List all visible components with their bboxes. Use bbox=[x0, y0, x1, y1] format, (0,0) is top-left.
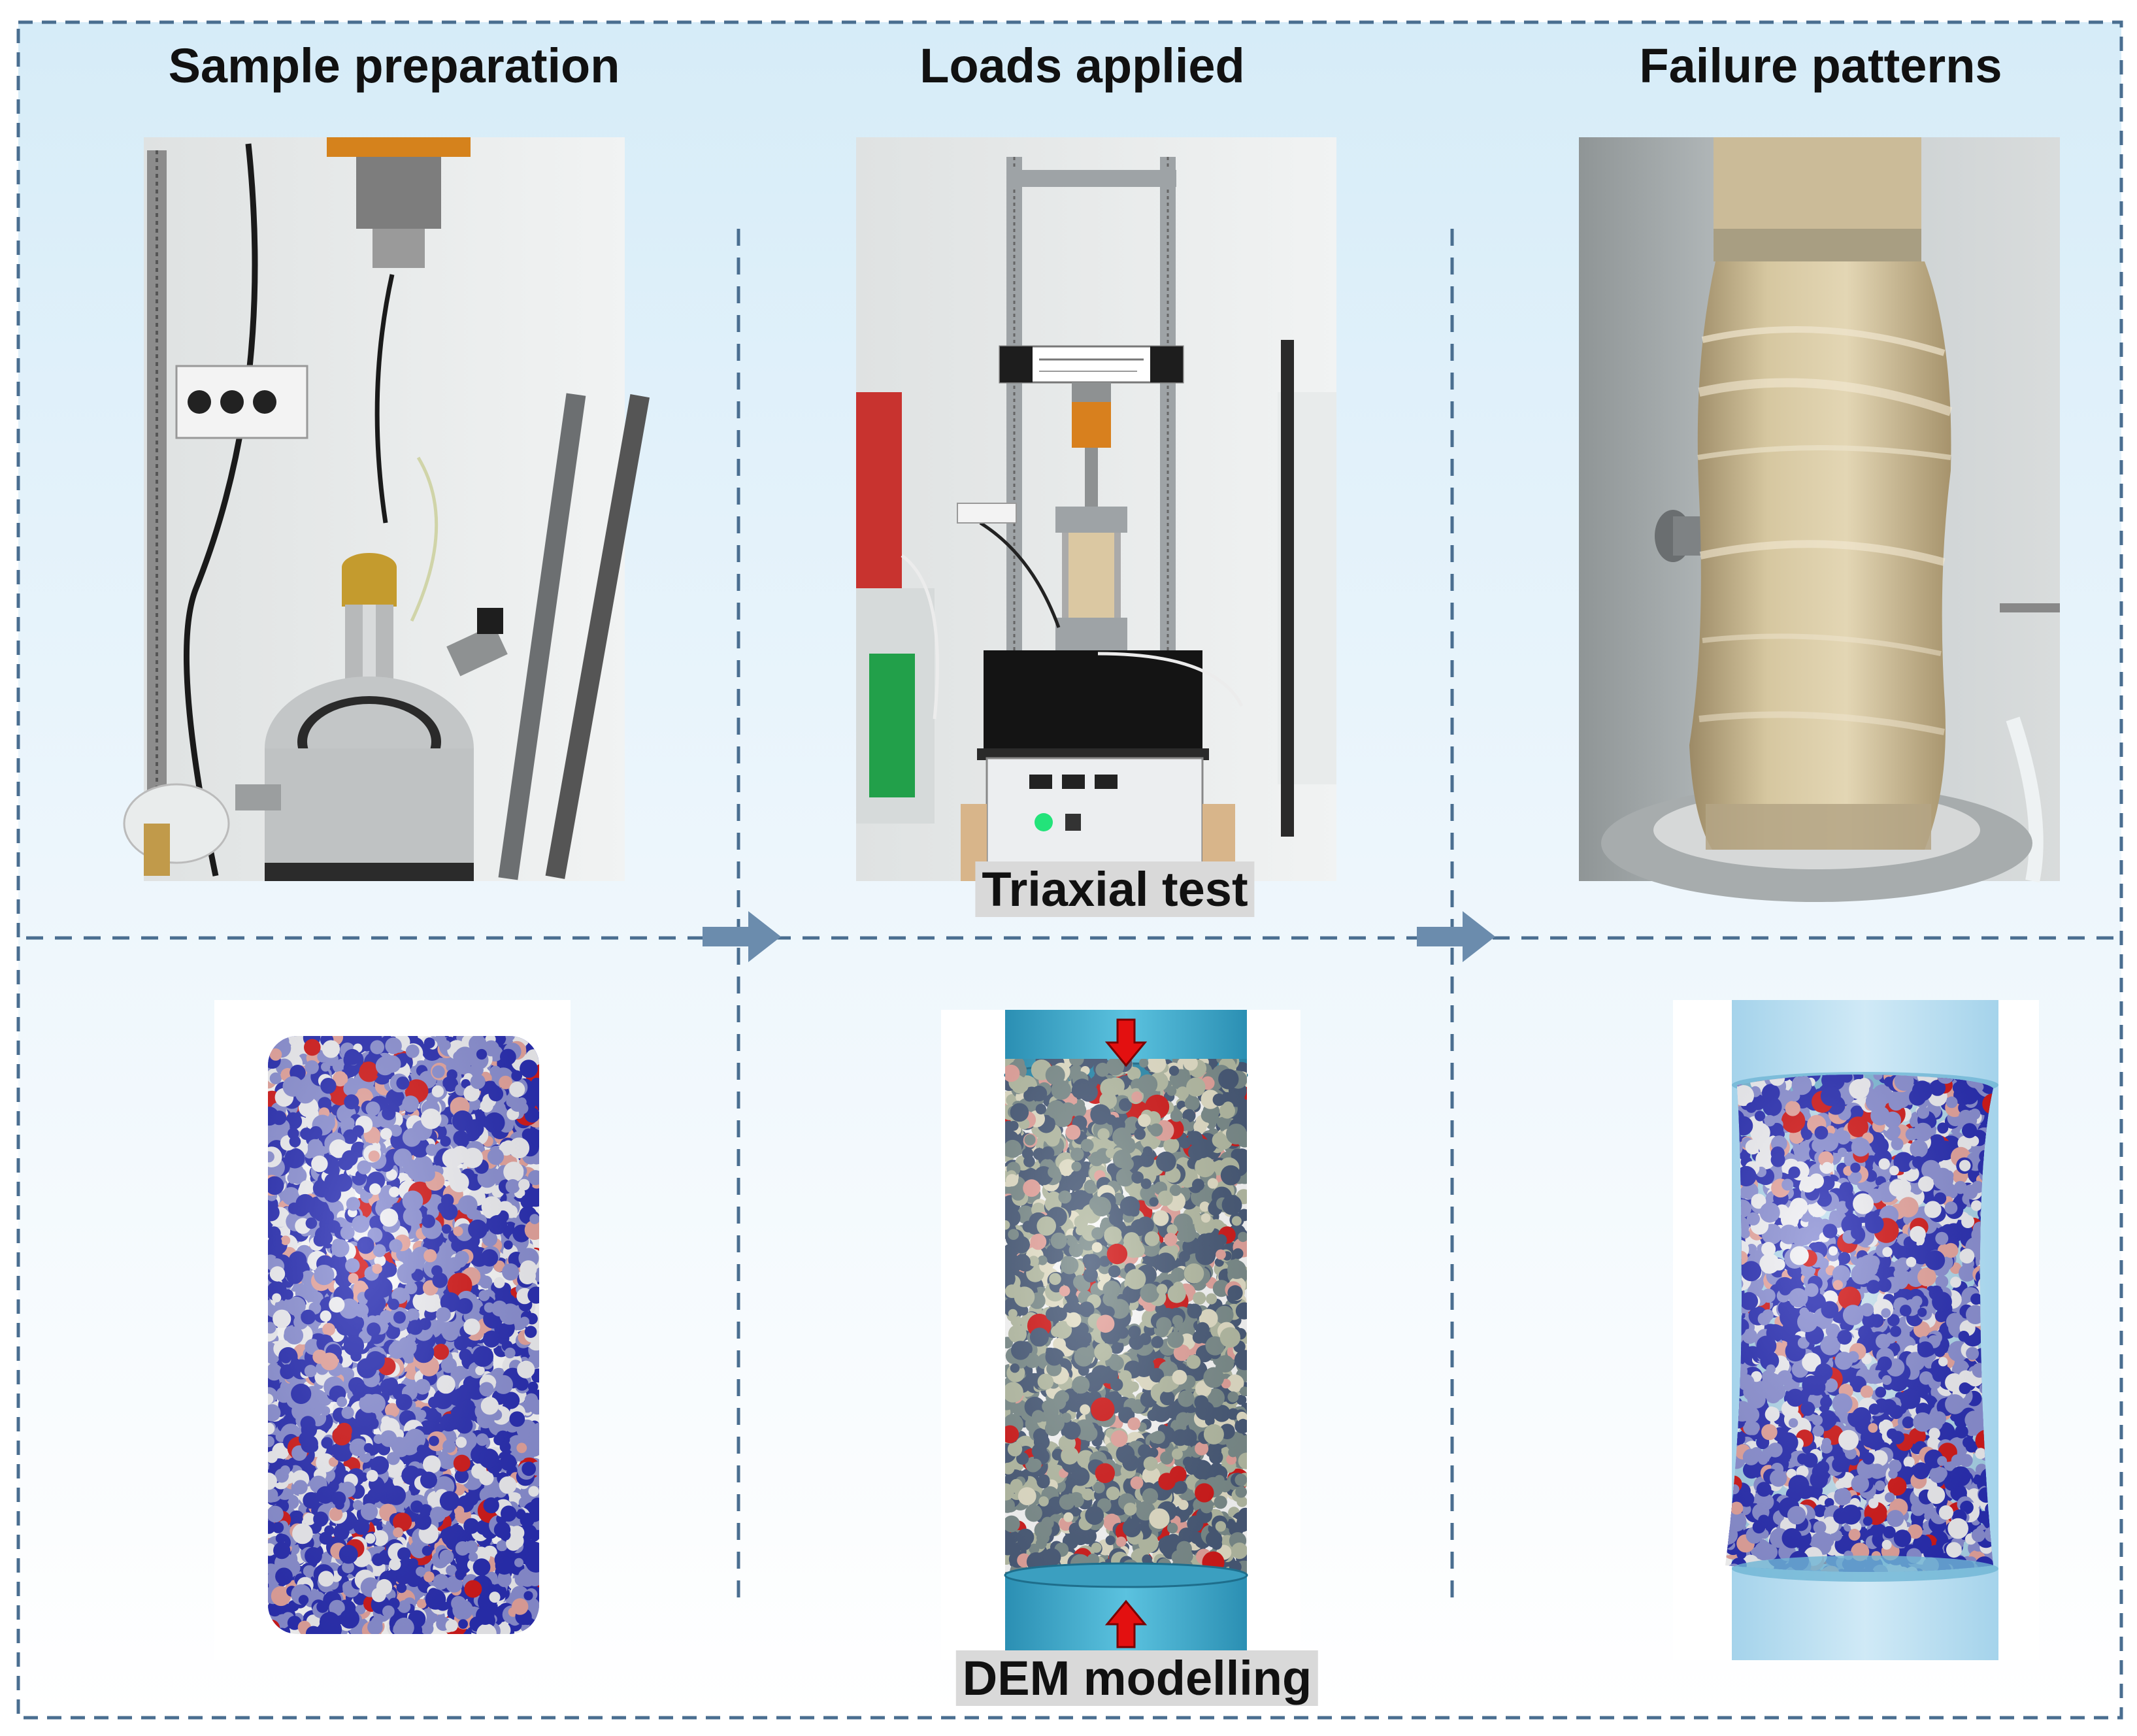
label-dem-modelling: DEM modelling bbox=[955, 1650, 1319, 1707]
outer-dashed-border bbox=[16, 20, 2123, 1720]
header-sample-preparation: Sample preparation bbox=[168, 39, 620, 93]
photo-sample-preparation bbox=[123, 137, 650, 881]
header-loads-applied: Loads applied bbox=[919, 39, 1245, 93]
loading-arrow-up-icon bbox=[1104, 1599, 1148, 1648]
right-arrow-icon bbox=[703, 911, 781, 962]
label-triaxial-test: Triaxial test bbox=[975, 861, 1255, 918]
photo-triaxial-machine bbox=[856, 137, 1336, 884]
dem-model-loading bbox=[941, 1010, 1300, 1660]
loading-arrow-down-icon bbox=[1104, 1018, 1148, 1067]
dem-model-failure bbox=[1673, 1000, 2039, 1660]
photo-failed-specimen bbox=[1579, 137, 2060, 902]
header-failure-patterns: Failure patterns bbox=[1639, 39, 2002, 93]
dem-model-sample-preparation bbox=[214, 1000, 571, 1660]
right-arrow-icon bbox=[1417, 911, 1495, 962]
